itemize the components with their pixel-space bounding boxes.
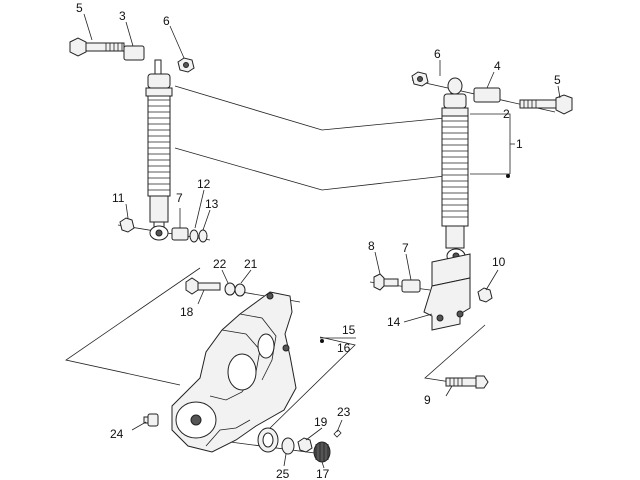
callout-6-left: 6 (163, 14, 170, 28)
upper-nut-right (411, 71, 429, 87)
lower-bolt-right (445, 375, 489, 389)
lower-nut-left (119, 217, 135, 233)
seal-ring (257, 427, 279, 453)
callout-10: 10 (492, 255, 506, 269)
callout-19: 19 (314, 415, 328, 429)
callout-23: 23 (337, 405, 351, 419)
callout-7-left: 7 (176, 191, 183, 205)
callout-5-right: 5 (554, 73, 561, 87)
callout-8: 8 (368, 239, 375, 253)
mount-spacer-right (401, 279, 421, 293)
callout-4: 4 (494, 59, 501, 73)
upper-spacer-left (123, 45, 145, 61)
callout-3: 3 (119, 9, 126, 23)
leader-lines (83, 13, 561, 469)
callout-13: 13 (205, 197, 219, 211)
callout-2: 2 (503, 107, 510, 121)
upper-bolt-right (519, 94, 573, 115)
right-shock-spring (441, 115, 469, 227)
callout-dot-15-16 (320, 339, 324, 343)
washer-19 (281, 437, 295, 455)
callout-22: 22 (213, 257, 227, 271)
callout-9: 9 (424, 393, 431, 407)
callout-12: 12 (197, 177, 211, 191)
upper-nut-left (177, 57, 195, 73)
callout-15: 15 (342, 323, 356, 337)
lower-spacer-left (171, 227, 189, 241)
callout-21: 21 (244, 257, 258, 271)
callout-24: 24 (110, 427, 124, 441)
right-shock-absorber (441, 79, 469, 264)
assembly-guide-lines (65, 79, 556, 456)
drain-plug (143, 413, 159, 427)
callout-25: 25 (276, 467, 290, 480)
mount-nut-right (477, 287, 493, 303)
callout-16: 16 (337, 341, 351, 355)
callout-labels: 5 3 6 6 4 5 2 1 11 7 12 13 8 7 10 14 9 2… (76, 1, 561, 480)
upper-spacer-right (473, 87, 501, 103)
callout-6-right: 6 (434, 47, 441, 61)
swing-arm-casing (171, 291, 297, 453)
callout-7-right: 7 (402, 241, 409, 255)
callout-1: 1 (516, 137, 523, 151)
callout-17: 17 (316, 467, 330, 480)
nut-19 (297, 437, 313, 453)
swing-arm-hardware (185, 277, 246, 297)
lower-washers-left (189, 229, 208, 243)
callout-11: 11 (112, 191, 125, 205)
callout-5-left: 5 (76, 1, 83, 15)
callout-dot-1 (506, 174, 510, 178)
shock-mount-bracket (423, 253, 471, 331)
gear-17 (313, 441, 331, 463)
upper-bolt-left (69, 37, 125, 57)
left-shock-absorber (145, 59, 173, 241)
callout-14: 14 (387, 315, 401, 329)
left-shock-spring (147, 95, 171, 197)
upper-washer-right (447, 77, 463, 95)
clip-23 (333, 429, 342, 438)
callout-18: 18 (180, 305, 194, 319)
mount-bolt-right (373, 273, 399, 291)
